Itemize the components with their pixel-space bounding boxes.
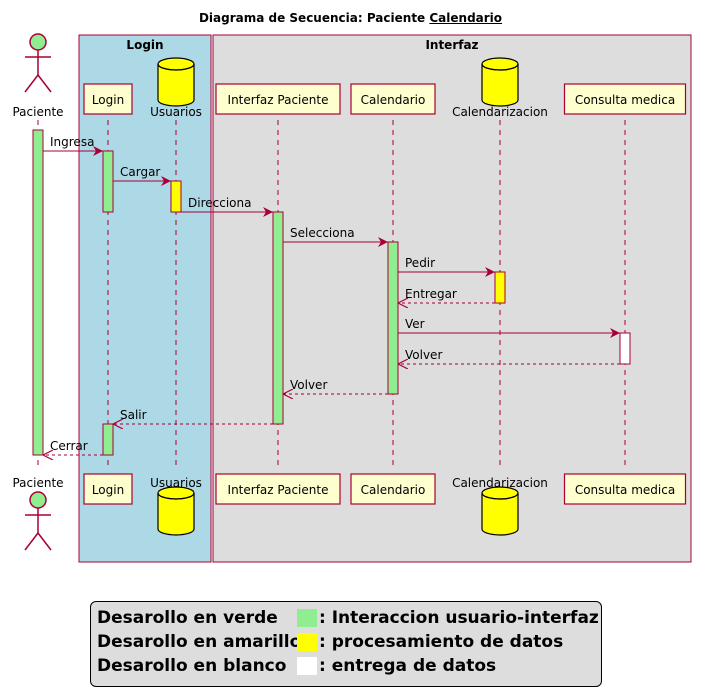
participant-label: Calendario <box>361 93 426 107</box>
participant-top-interfaz: Interfaz Paciente <box>215 83 341 115</box>
participant-box <box>215 83 341 115</box>
title-prefix: Diagrama de Secuencia: Paciente <box>198 11 430 25</box>
actor-leg-left <box>24 74 39 93</box>
legend-row-white: Desarollo en blanco : entrega de datos <box>97 654 601 678</box>
message-label: Pedir <box>405 256 435 270</box>
message-label: Entregar <box>405 287 457 301</box>
participant-box <box>350 473 436 505</box>
participant-label: Usuarios <box>150 476 202 490</box>
participant-top-consulta: Consulta medica <box>563 83 687 115</box>
database-rim <box>157 492 195 500</box>
participant-label: Paciente <box>12 105 63 119</box>
legend-name: Desarollo en amarillo <box>97 632 302 652</box>
participant-label: Consulta medica <box>575 483 675 497</box>
participant-top-login: Login <box>83 83 133 115</box>
participant-label: Calendario <box>361 483 426 497</box>
database-body <box>481 64 519 107</box>
legend-row-green: Desarollo en verde : Interaccion usuario… <box>97 606 601 630</box>
legend-desc: : procesamiento de datos <box>319 632 564 652</box>
activation-bar-login <box>102 150 114 213</box>
actor-leg-right <box>37 532 52 551</box>
activation-bar-calendarizacion <box>494 271 506 304</box>
participant-label: Usuarios <box>150 105 202 119</box>
database-rim <box>481 492 519 500</box>
message-label: Cargar <box>120 165 160 179</box>
actor-leg-right <box>37 74 52 93</box>
participant-box <box>83 83 133 115</box>
message-label: Cerrar <box>50 439 88 453</box>
message-label: Salir <box>120 408 147 422</box>
legend-swatch-yellow <box>297 633 317 651</box>
participant-top-usuarios: Usuarios <box>150 57 202 119</box>
actor-head <box>29 491 47 509</box>
diagram-title: Diagrama de Secuencia: Paciente Calendar… <box>0 11 701 25</box>
participant-bottom-usuarios: Usuarios <box>150 476 202 536</box>
legend-swatch-green <box>297 609 317 627</box>
message-label: Selecciona <box>290 226 355 240</box>
participant-box <box>563 83 687 115</box>
sequence-diagram: Login Interfaz IngresaCargarDireccionaSel… <box>12 33 692 563</box>
participant-top-calendarizacion: Calendarizacion <box>452 57 548 119</box>
legend-swatch-white <box>297 657 317 675</box>
participant-bottom-login: Login <box>83 473 133 505</box>
activation-bar-usuarios <box>170 180 182 213</box>
legend: Desarollo en verde : Interaccion usuario… <box>90 601 602 687</box>
legend-desc: : Interaccion usuario-interfaz <box>319 608 599 628</box>
participant-bottom-paciente: Paciente <box>12 476 64 551</box>
database-body <box>157 64 195 107</box>
participant-label: Login <box>92 93 124 107</box>
legend-desc: : entrega de datos <box>319 656 497 676</box>
database-rim <box>481 63 519 71</box>
activation-bar-consulta <box>619 332 631 365</box>
message-label: Ingresa <box>50 135 94 149</box>
database-body <box>481 493 519 536</box>
group-title: Interfaz <box>425 38 478 52</box>
participant-label: Paciente <box>12 476 63 490</box>
message-label: Direcciona <box>188 196 251 210</box>
participant-top-paciente: Paciente <box>12 33 64 119</box>
participant-box <box>563 473 687 505</box>
participant-label: Consulta medica <box>575 93 675 107</box>
participant-bottom-interfaz: Interfaz Paciente <box>215 473 341 505</box>
message-label: Volver <box>405 348 442 362</box>
participant-bottom-calendario: Calendario <box>350 473 436 505</box>
participant-top-calendario: Calendario <box>350 83 436 115</box>
database-rim <box>157 63 195 71</box>
legend-name: Desarollo en blanco <box>97 656 287 676</box>
message-label: Volver <box>290 378 327 392</box>
participant-label: Calendarizacion <box>452 476 548 490</box>
activation-bar-calendario <box>387 241 399 395</box>
participant-box <box>83 473 133 505</box>
activation-bar-paciente <box>32 129 44 456</box>
actor-head <box>29 33 47 51</box>
participant-bottom-calendarizacion: Calendarizacion <box>452 476 548 536</box>
activation-bar-interfaz <box>272 211 284 425</box>
participant-box <box>215 473 341 505</box>
participant-bottom-consulta: Consulta medica <box>563 473 687 505</box>
database-body <box>157 493 195 536</box>
participant-label: Calendarizacion <box>452 105 548 119</box>
message-label: Ver <box>405 317 425 331</box>
legend-name: Desarollo en verde <box>97 608 278 628</box>
legend-row-yellow: Desarollo en amarillo : procesamiento de… <box>97 630 601 654</box>
participant-box <box>350 83 436 115</box>
group-title: Login <box>126 38 163 52</box>
participant-label: Login <box>92 483 124 497</box>
activation-bar-login <box>102 423 114 456</box>
actor-leg-left <box>24 532 39 551</box>
participant-label: Interfaz Paciente <box>228 483 329 497</box>
participant-label: Interfaz Paciente <box>228 93 329 107</box>
title-underlined: Calendario <box>429 11 503 25</box>
